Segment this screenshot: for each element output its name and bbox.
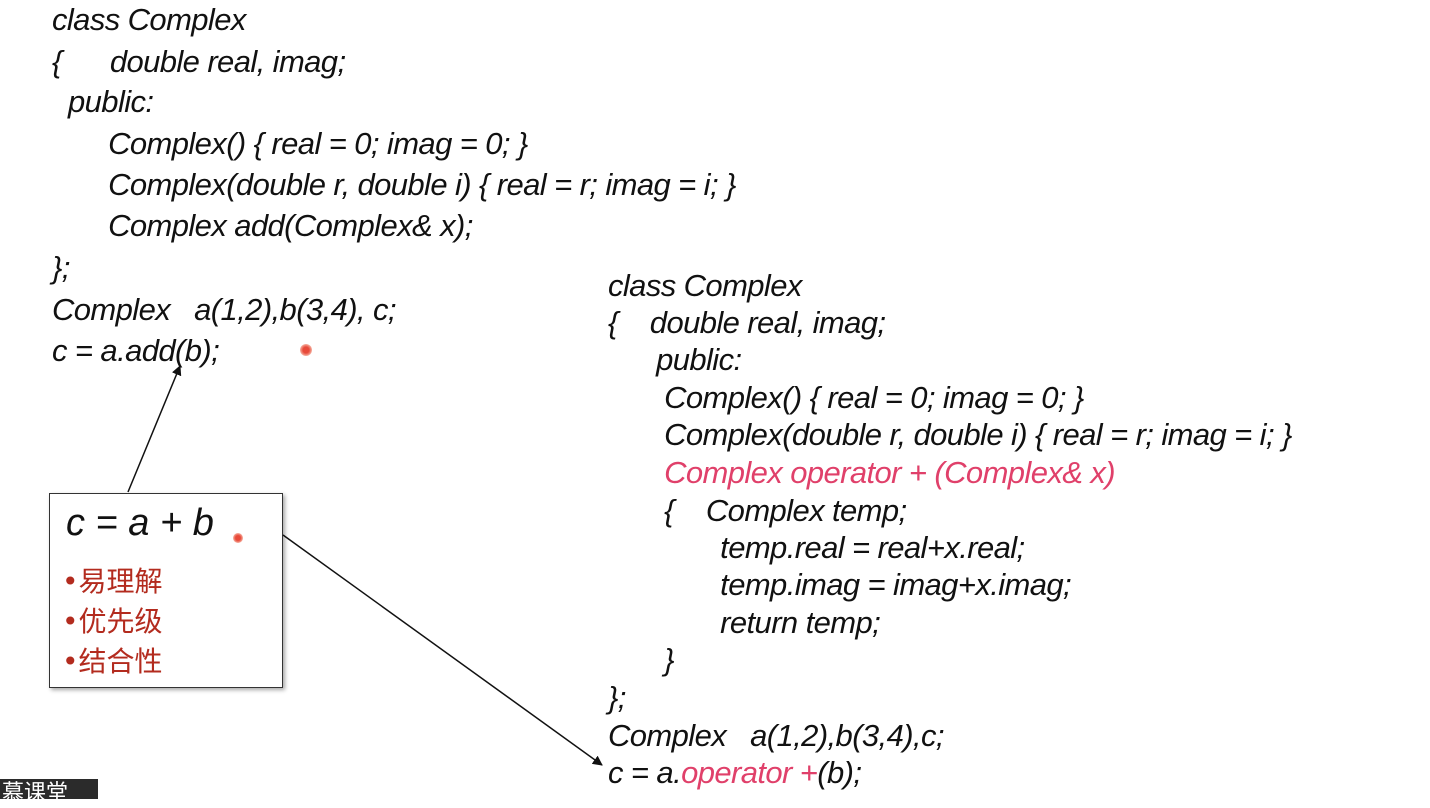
code-line: class Complex <box>52 2 246 37</box>
code-line: return temp; <box>608 605 881 640</box>
corner-tag: 慕课堂 <box>0 779 98 799</box>
code-line: } <box>608 642 674 677</box>
right-code-block: class Complex { double real, imag; publi… <box>608 268 1430 798</box>
callout-bullet: •优先级 <box>62 605 163 638</box>
code-line: public: <box>608 342 742 377</box>
code-line: temp.real = real+x.real; <box>608 530 1025 565</box>
code-line: Complex() { real = 0; imag = 0; } <box>52 126 528 161</box>
operator-call-prefix: c = a. <box>608 755 682 790</box>
code-line: { Complex temp; <box>608 493 907 528</box>
arrow-to-operator-call <box>282 534 603 766</box>
operator-call-highlight: operator + <box>681 755 818 790</box>
code-line: Complex() { real = 0; imag = 0; } <box>608 380 1084 415</box>
code-line: class Complex <box>608 268 802 303</box>
code-line: c = a.add(b); <box>52 333 220 368</box>
operator-declaration-line: Complex operator + (Complex& x) <box>608 455 1116 490</box>
code-line: }; <box>608 680 626 715</box>
code-line: Complex(double r, double i) { real = r; … <box>608 417 1292 452</box>
pointer-dot <box>300 344 312 356</box>
code-line: { double real, imag; <box>608 305 886 340</box>
operator-call-suffix: (b); <box>817 755 862 790</box>
code-line: temp.imag = imag+x.imag; <box>608 567 1072 602</box>
callout-bullet: •结合性 <box>62 645 163 678</box>
left-code-block: class Complex { double real, imag; publi… <box>52 0 736 380</box>
arrow-to-add-call <box>127 365 182 493</box>
code-line: Complex a(1,2),b(3,4), c; <box>52 292 396 327</box>
pointer-dot <box>233 533 243 543</box>
operator-call-line: c = a.operator +(b); <box>608 755 862 791</box>
code-line: Complex add(Complex& x); <box>52 208 473 243</box>
code-line: Complex(double r, double i) { real = r; … <box>52 167 736 202</box>
callout-bullet: •易理解 <box>62 565 163 598</box>
code-line: { double real, imag; <box>52 44 346 79</box>
code-line: Complex a(1,2),b(3,4),c; <box>608 718 944 753</box>
callout-box: c = a + b •易理解 •优先级 •结合性 <box>49 493 283 688</box>
code-line: public: <box>52 84 154 119</box>
callout-expression: c = a + b <box>66 502 214 544</box>
code-line: }; <box>52 250 70 285</box>
